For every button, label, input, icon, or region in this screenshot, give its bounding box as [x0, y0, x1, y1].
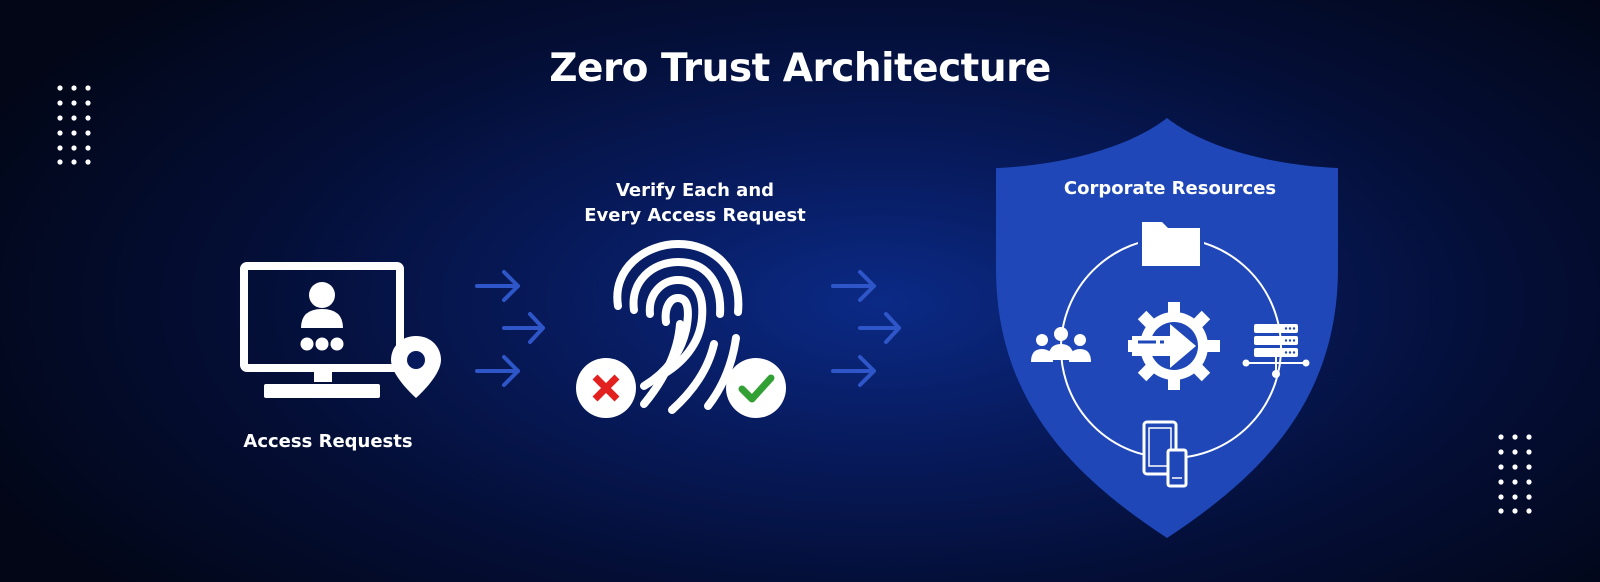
verify-label: Verify Each and Every Access Request: [565, 178, 825, 228]
folder-icon: [1138, 216, 1204, 274]
corporate-resources-label: Corporate Resources: [1063, 178, 1277, 199]
devices-icon: [1142, 420, 1188, 488]
deny-x-icon: [576, 358, 636, 418]
fingerprint-icon: [613, 239, 743, 414]
diagram-title: Zero Trust Architecture: [549, 46, 1051, 91]
flow-arrows-to-resources: [831, 270, 901, 387]
users-group-icon: [1031, 327, 1091, 362]
dot-grid-decoration-right: [1498, 434, 1532, 514]
dot-grid-decoration-left: [57, 85, 91, 165]
access-requests-label: Access Requests: [243, 431, 413, 452]
gear-arrow-icon: [1128, 302, 1220, 390]
flow-arrows-to-verify: [475, 270, 545, 387]
verify-label-line-2: Every Access Request: [584, 205, 806, 226]
verify-label-line-1: Verify Each and: [615, 180, 775, 201]
approve-check-icon: [726, 358, 786, 418]
monitor-user-location-icon: [240, 262, 441, 398]
server-network-icon: [1242, 324, 1310, 378]
